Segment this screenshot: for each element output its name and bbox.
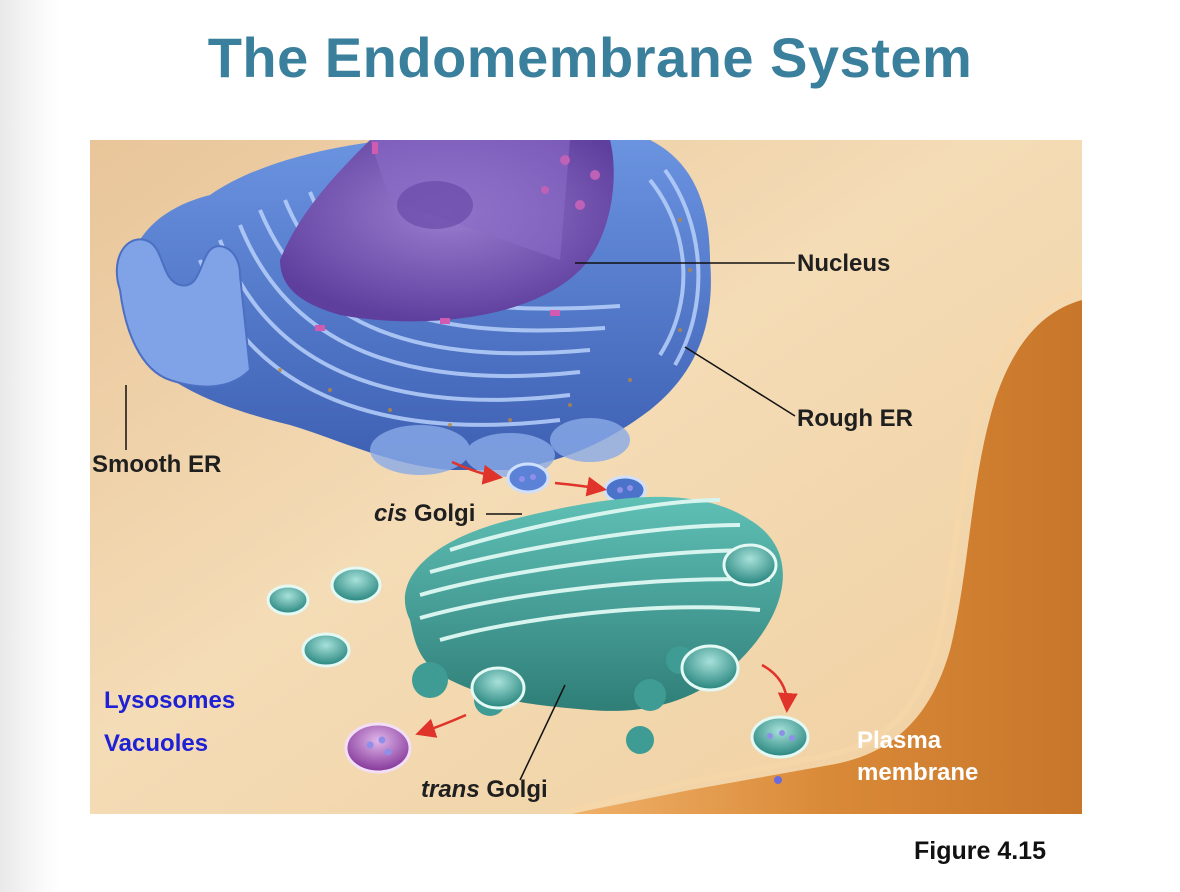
nucleus-label: Nucleus [797,250,891,277]
lysosome-shape [344,722,412,774]
lysosomes-label: Lysosomes [104,687,236,714]
endomembrane-illustration [90,140,1082,814]
label-leader-lines [125,262,796,781]
transport-vesicle [506,462,550,494]
secreted-particle [774,776,782,784]
golgi-vesicle [330,566,382,604]
vacuoles-label: Vacuoles [104,730,209,757]
golgi-vesicle [266,584,310,616]
rough-er-label: Rough ER [797,405,913,432]
cis-golgi-prefix: cis [374,500,408,527]
smooth-er-label: Smooth ER [92,451,222,478]
transport-arrows [415,460,798,738]
golgi-vesicle [722,543,778,587]
golgi-vesicle [470,666,526,710]
page-title: The Endomembrane System [207,26,973,89]
smooth-er-shape [115,238,252,388]
secretory-vesicle [750,715,810,759]
page-edge-shadow [0,0,60,892]
plasma-membrane-shape [570,300,1082,814]
trans-golgi-suffix: Golgi [479,776,548,803]
plasma-membrane-label-line1: Plasma [857,727,942,754]
cis-golgi-label: cis Golgi [374,500,475,528]
nucleus-shape [280,140,614,331]
trans-golgi-prefix: trans [421,776,480,803]
golgi-vesicle [301,632,351,668]
figure-caption: Figure 4.15 [914,837,1046,865]
plasma-membrane-label-line2: membrane [857,759,979,786]
trans-golgi-label: trans Golgi [421,776,548,804]
golgi-vesicle [680,644,740,692]
cis-golgi-suffix: Golgi [407,500,476,527]
